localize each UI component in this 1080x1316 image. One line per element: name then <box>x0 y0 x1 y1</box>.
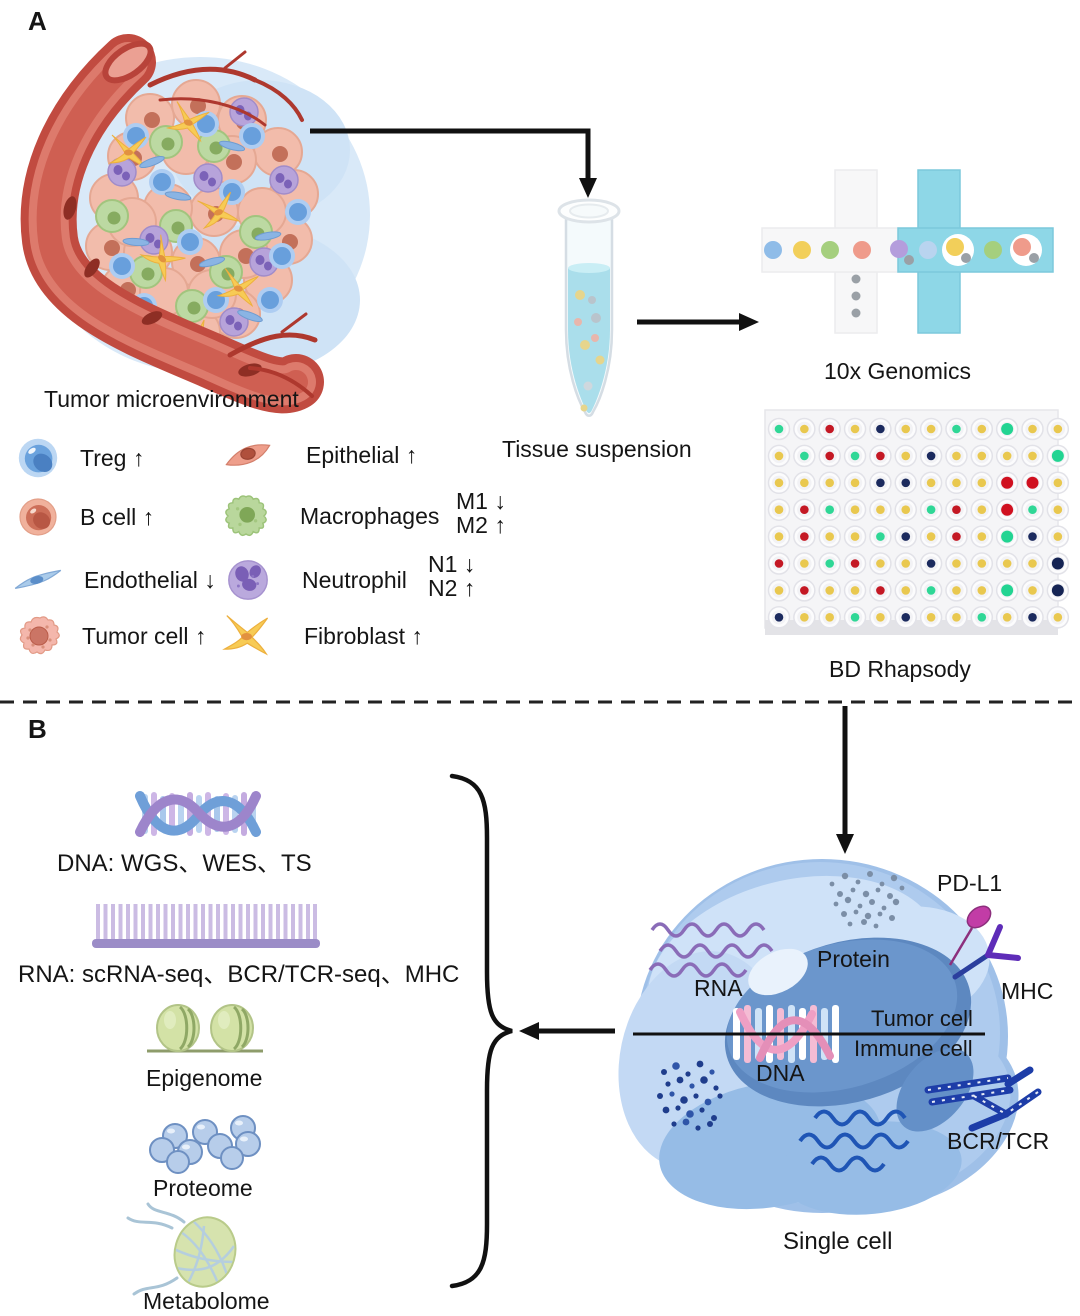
rna-methods-text: RNA: scRNA-seq、BCR/TCR-seq、MHC <box>18 961 460 988</box>
b-cell-icon <box>19 498 57 536</box>
macrophages-sub-labels: M1 ↓ M2 ↑ <box>456 489 506 537</box>
legend-item-neutrophil: Neutrophil <box>224 556 407 604</box>
navy-dots <box>657 1060 723 1131</box>
metabolome-caption: Metabolome <box>143 1288 270 1314</box>
blood-vessel <box>20 34 324 414</box>
neutrophil-cell-icon <box>228 560 268 600</box>
neutrophil-sub-labels: N1 ↓ N2 ↑ <box>428 552 475 600</box>
single-cell-caption: Single cell <box>783 1228 893 1255</box>
rna-comb-icon <box>92 904 320 948</box>
rna-waves <box>648 922 774 978</box>
legend-item-fibroblast: Fibroblast ↑ <box>218 612 423 660</box>
legend-label: B cell ↑ <box>80 503 155 530</box>
m2-label: M2 ↑ <box>456 512 506 538</box>
metabolite-icon <box>126 1202 237 1296</box>
legend-item-endothelial: Endothelial ↓ <box>10 556 216 604</box>
legend-label: Fibroblast ↑ <box>304 622 423 649</box>
protein-spheres-icon <box>149 1115 261 1174</box>
dna-methods-text: DNA: WGS、WES、TS <box>57 850 312 877</box>
panel-a-label: A <box>28 6 47 36</box>
legend-label: Epithelial ↑ <box>306 441 418 468</box>
m1-label: M1 ↓ <box>456 488 506 514</box>
tissue-suspension-caption: Tissue suspension <box>502 436 692 462</box>
proteome-caption: Proteome <box>153 1175 253 1201</box>
bd-rhapsody-caption: BD Rhapsody <box>829 656 971 682</box>
tumor-microenvironment-caption: Tumor microenvironment <box>44 386 299 412</box>
epigenome-caption: Epigenome <box>146 1065 263 1091</box>
macrophage-cell-icon <box>225 495 267 537</box>
legend-label: Macrophages <box>300 502 440 529</box>
protein-dots <box>829 871 905 929</box>
dna-helix-icon <box>135 791 261 837</box>
panel-b-label: B <box>28 714 47 744</box>
epithelial-cell-icon <box>225 444 271 466</box>
n2-label: N2 ↑ <box>428 575 476 601</box>
immune-cell-side-label: Immune cell <box>854 1036 973 1061</box>
tenx-genomics-caption: 10x Genomics <box>824 358 972 384</box>
legend-item-treg: Treg ↑ <box>14 434 144 482</box>
legend-item-b-cell: B cell ↑ <box>14 493 154 541</box>
legend-item-epithelial: Epithelial ↑ <box>220 431 417 479</box>
cell-protein-label: Protein <box>817 946 890 972</box>
dna-strands <box>733 1005 839 1063</box>
microwell-plate <box>764 409 1070 635</box>
arrow-cell-to-brace <box>519 1022 615 1040</box>
tissue-suspension-tube <box>557 198 621 417</box>
legend-item-macrophages: Macrophages <box>222 492 439 540</box>
tumor-cell-side-label: Tumor cell <box>871 1006 973 1031</box>
tumor-microenvironment-illustration <box>20 34 370 414</box>
mhc-receptor-icon <box>952 924 1021 980</box>
curly-brace <box>449 773 513 1289</box>
microfluidic-chip <box>761 169 1054 334</box>
legend-label: Neutrophil <box>302 566 407 593</box>
treg-cell-icon <box>18 438 58 478</box>
antibody-icon <box>924 1066 1042 1132</box>
cell-rna-label: RNA <box>694 975 743 1001</box>
legend-label: Tumor cell ↑ <box>82 622 207 649</box>
single-cell-illustration <box>618 859 1042 1215</box>
cell-dna-label: DNA <box>756 1060 805 1086</box>
arrow-tube-to-chip <box>637 313 759 331</box>
endothelial-cell-icon <box>14 569 62 589</box>
blue-rna-waves <box>798 1109 910 1173</box>
mhc-label: MHC <box>1001 978 1054 1004</box>
nucleosome-icon <box>147 1004 263 1053</box>
tumor-cell-icon <box>19 616 60 655</box>
arrow-tumor-to-tube <box>310 128 597 198</box>
legend-label: Endothelial ↓ <box>84 566 216 593</box>
legend-item-tumor-cell: Tumor cell ↑ <box>16 612 206 660</box>
bcrtcr-label: BCR/TCR <box>947 1128 1050 1154</box>
pdl1-label: PD-L1 <box>937 870 1003 896</box>
fibroblast-cell-icon <box>222 615 269 656</box>
arrow-plate-to-cell <box>836 706 854 854</box>
legend-label: Treg ↑ <box>80 444 145 471</box>
n1-label: N1 ↓ <box>428 551 476 577</box>
pdl1-receptor-icon <box>948 905 992 966</box>
